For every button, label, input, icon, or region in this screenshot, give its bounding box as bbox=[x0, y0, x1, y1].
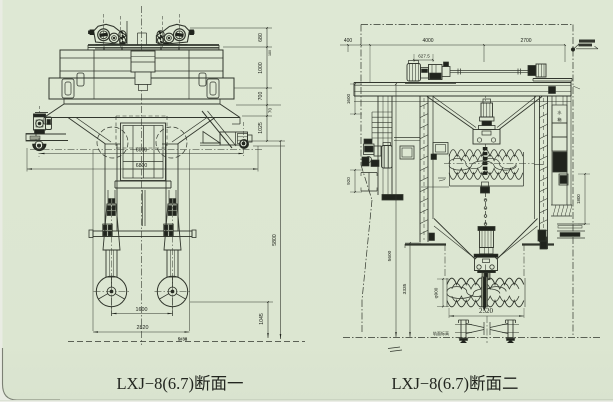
svg-text:水: 水 bbox=[557, 109, 562, 115]
svg-text:180: 180 bbox=[268, 50, 272, 56]
svg-text:箱: 箱 bbox=[557, 116, 561, 123]
svg-text:6800: 6800 bbox=[136, 163, 148, 169]
svg-text:φ900: φ900 bbox=[434, 287, 439, 298]
svg-text:920: 920 bbox=[346, 177, 351, 185]
svg-text:2520: 2520 bbox=[479, 307, 494, 315]
svg-text:3335: 3335 bbox=[402, 283, 408, 294]
svg-text:5#38: 5#38 bbox=[178, 337, 188, 342]
svg-text:LXJ−8(6.7)断面二: LXJ−8(6.7)断面二 bbox=[391, 374, 518, 393]
svg-text:2700: 2700 bbox=[520, 38, 531, 44]
svg-text:1045: 1045 bbox=[259, 313, 265, 325]
svg-text:5800: 5800 bbox=[272, 234, 278, 246]
svg-text:6000: 6000 bbox=[136, 148, 148, 154]
svg-text:2820: 2820 bbox=[137, 325, 149, 331]
svg-text:1600: 1600 bbox=[346, 93, 351, 104]
svg-text:4000: 4000 bbox=[422, 38, 433, 44]
svg-text:680: 680 bbox=[258, 33, 264, 42]
svg-text:1600: 1600 bbox=[136, 307, 148, 313]
svg-text:400: 400 bbox=[344, 38, 353, 44]
svg-text:5600: 5600 bbox=[387, 250, 393, 261]
svg-text:627.5: 627.5 bbox=[418, 54, 430, 59]
svg-text:轨面标高: 轨面标高 bbox=[433, 330, 449, 336]
svg-text:LXJ−8(6.7)断面一: LXJ−8(6.7)断面一 bbox=[116, 374, 243, 393]
svg-text:1800: 1800 bbox=[576, 194, 581, 204]
svg-text:700: 700 bbox=[258, 92, 264, 101]
svg-text:1025: 1025 bbox=[258, 122, 264, 134]
svg-text:70: 70 bbox=[268, 108, 273, 114]
svg-text:1000: 1000 bbox=[258, 62, 264, 74]
